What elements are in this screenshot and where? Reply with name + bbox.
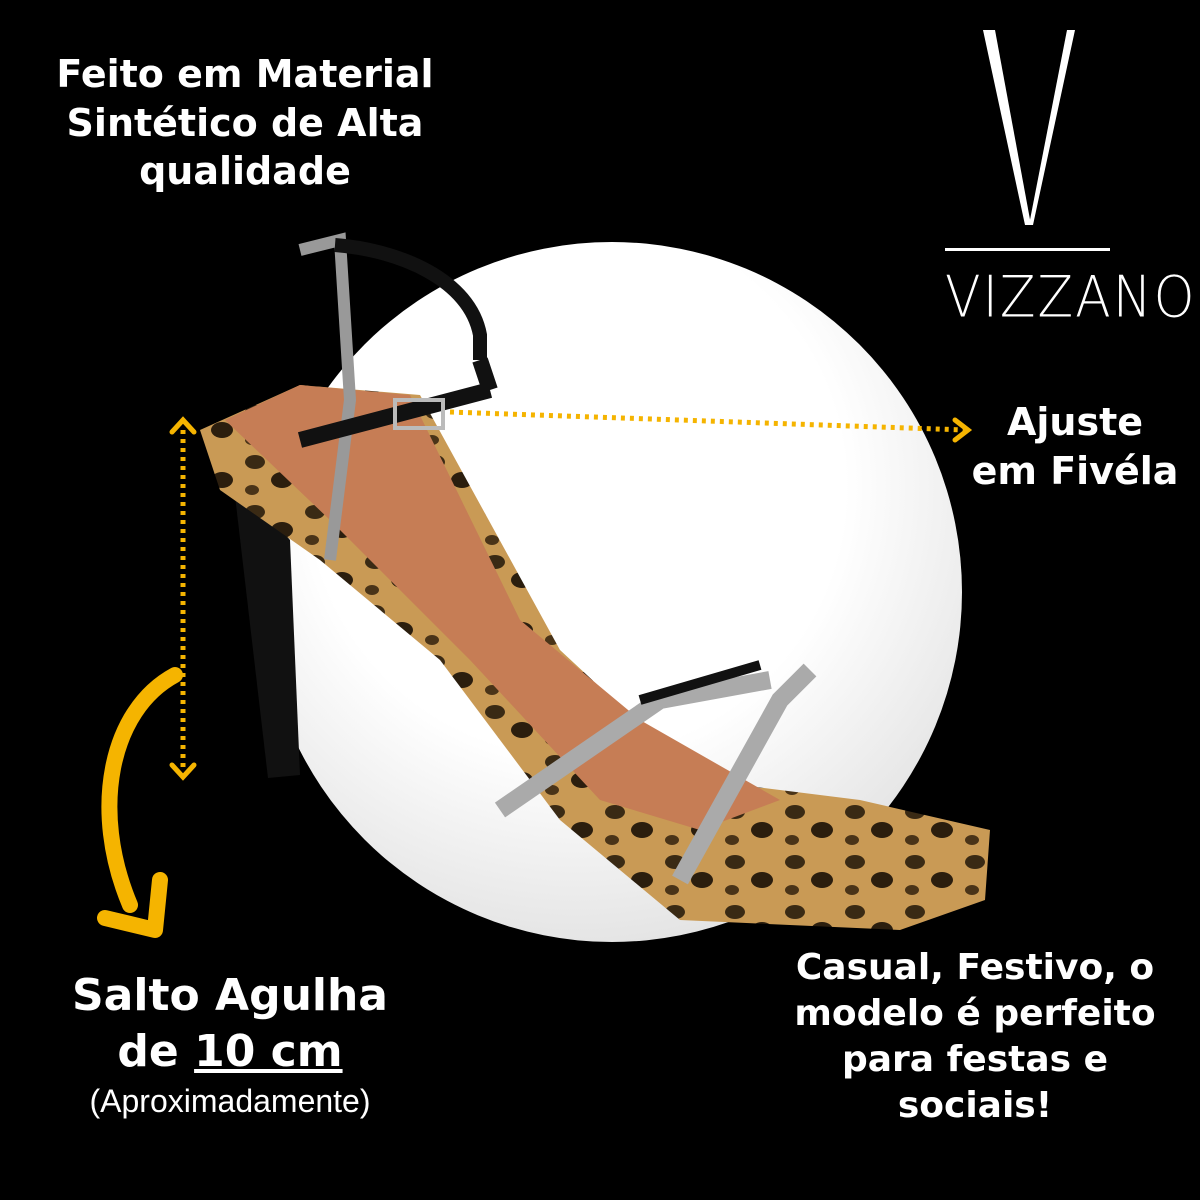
logo-divider [945,248,1110,251]
occasion-caption: Casual, Festivo, o modelo é perfeito par… [785,945,1165,1129]
ankle-strap [334,238,487,360]
buckle-dotted-line [449,409,966,433]
buckle-caption: Ajuste em Fivéla [960,398,1190,495]
insole [225,385,780,830]
heel-size: de 10 cm [30,1024,430,1080]
heel-title: Salto Agulha [71,970,388,1021]
heel-note: (Aproximadamente) [89,1082,371,1119]
occasion-line: sociais! [897,1085,1053,1127]
material-line: Sintético de Alta [66,100,424,145]
occasion-line: para festas e [841,1039,1109,1081]
curved-arrow-icon [101,667,183,913]
material-line: qualidade [139,149,351,194]
material-caption: Feito em Material Sintético de Alta qual… [30,50,460,196]
occasion-line: Casual, Festivo, o [795,947,1155,988]
vizzano-v-logo [983,30,1075,225]
occasion-line: modelo é perfeito [794,993,1156,1035]
brand-wordmark: VIZZANO [945,265,1197,331]
heel-prefix: de [117,1026,195,1078]
rhinestone-strap [298,232,357,561]
buckle-line: em Fivéla [971,448,1179,493]
heel-caption: Salto Agulha de 10 cm (Aproximadamente) [30,968,430,1122]
material-line: Feito em Material [56,52,434,96]
buckle-line: Ajuste [1006,400,1144,444]
stiletto-heel [232,470,300,778]
buckle [393,398,445,430]
heel-value: 10 cm [194,1026,343,1078]
